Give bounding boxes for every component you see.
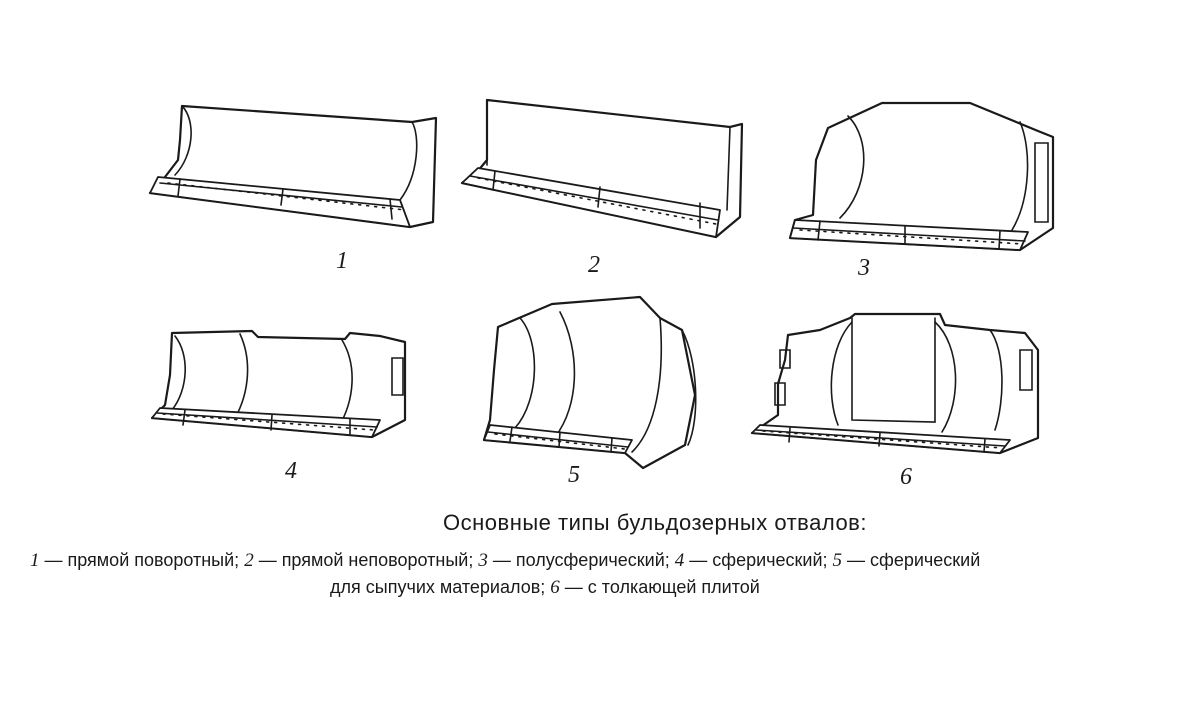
legend-line-2: для сыпучих материалов; 6 — с толкающей … <box>30 574 1180 601</box>
blade-1-drawing <box>148 104 438 229</box>
legend-num-5: 5 <box>832 550 843 571</box>
caption-legend: 1 — прямой поворотный; 2 — прямой непово… <box>30 547 1180 601</box>
legend-text-5-cont: для сыпучих материалов; <box>330 577 551 597</box>
legend-text-6: — с толкающей плитой <box>559 577 760 597</box>
legend-num-6: 6 <box>550 577 560 598</box>
blade-5-drawing <box>482 295 697 470</box>
blade-number-2: 2 <box>588 252 600 278</box>
legend-item-6: 6 — с толкающей плитой <box>550 577 760 598</box>
blade-3-drawing <box>788 101 1055 252</box>
blade-6-drawing <box>750 312 1040 455</box>
blade-number-4: 4 <box>285 458 297 484</box>
legend-item-3: 3 — полусферический; <box>478 550 675 571</box>
legend-num-1: 1 <box>30 550 40 571</box>
legend-item-5: 5 — сферический <box>832 550 981 571</box>
blade-number-3: 3 <box>858 255 870 281</box>
blade-number-6: 6 <box>900 464 912 490</box>
legend-text-1: — прямой поворотный; <box>39 550 245 570</box>
caption-title: Основные типы бульдозерных отвалов: <box>443 510 867 535</box>
legend-item-2: 2 — прямой неповоротный; <box>244 550 479 571</box>
blade-2-drawing <box>460 98 744 239</box>
legend-text-3: — полусферический; <box>487 550 675 570</box>
legend-num-2: 2 <box>244 550 254 571</box>
legend-item-4: 4 — сферический; <box>674 550 833 571</box>
legend-text-4: — сферический; <box>684 550 833 570</box>
legend-text-2: — прямой неповоротный; <box>253 550 479 570</box>
legend-num-3: 3 <box>478 550 488 571</box>
blade-4-drawing <box>150 329 407 439</box>
legend-item-1: 1 — прямой поворотный; <box>30 550 245 571</box>
blade-number-1: 1 <box>336 248 348 274</box>
blade-number-5: 5 <box>568 462 580 488</box>
legend-text-5: — сферический <box>842 550 981 570</box>
legend-num-4: 4 <box>674 550 685 571</box>
